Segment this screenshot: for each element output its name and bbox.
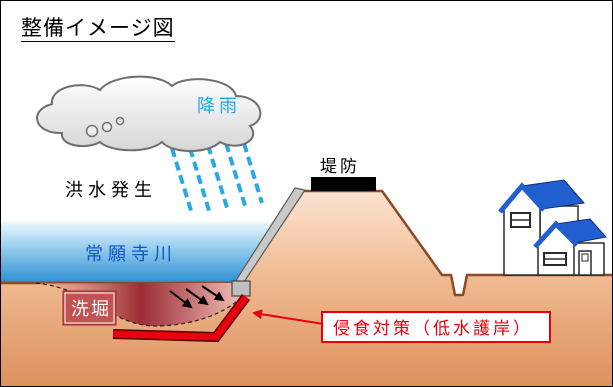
- house-rear-gable-trim: [498, 182, 546, 214]
- house-icon: [533, 218, 607, 276]
- cloud-bubble: [101, 121, 113, 133]
- erosion-arrow: [169, 290, 193, 309]
- scour-label-inner-border: [64, 292, 115, 324]
- levee-label: 堤防: [320, 157, 360, 177]
- house-front-gable-trim: [533, 220, 579, 249]
- cloud-bubble: [85, 124, 99, 138]
- flood-label: 洪水発生: [65, 180, 157, 201]
- revetment-foundation-block: [231, 280, 251, 297]
- erosion-arrows: [169, 285, 225, 309]
- diagram-title: 整備イメージ図: [21, 16, 175, 42]
- scour-label: 洗堀: [71, 299, 111, 320]
- house-front-door-pane: [581, 253, 589, 262]
- rain-label: 降雨: [197, 96, 241, 117]
- river-name-label: 常願寺川: [85, 244, 177, 265]
- scour-boundary-dashed: [35, 282, 244, 327]
- countermeasure-label: 侵食対策（低水護岸）: [333, 319, 533, 339]
- river-water: [1, 222, 292, 283]
- rain-streak: [238, 129, 264, 204]
- cloud-bubble: [115, 116, 125, 126]
- scour-label-box: [62, 290, 117, 326]
- erosion-arrow: [185, 288, 209, 306]
- countermeasure-pointer-arrow: [252, 309, 331, 326]
- rain-streaks: [166, 129, 264, 215]
- erosion-arrow: [201, 285, 225, 302]
- levee-crown: [311, 177, 376, 191]
- cloud-bubbles: [85, 116, 125, 138]
- countermeasure-label-box: [321, 311, 551, 343]
- low-water-revetment: [112, 294, 249, 341]
